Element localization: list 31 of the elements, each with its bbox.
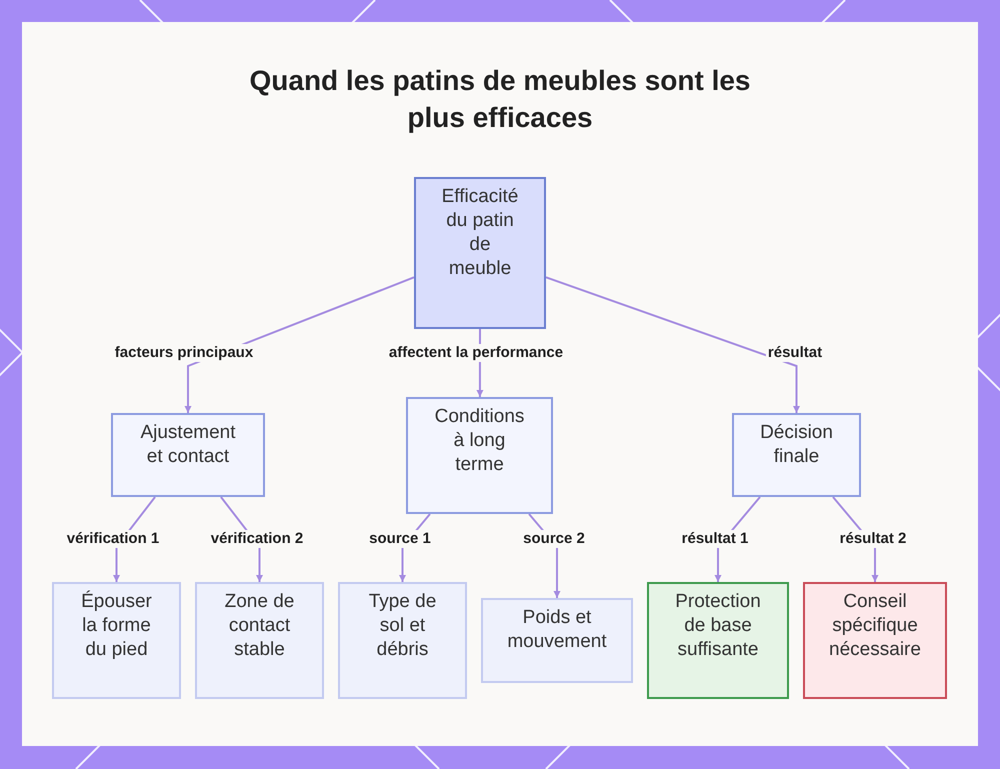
- diagram-title: Quand les patins de meubles sont les plus efficaces: [248, 64, 752, 135]
- node-label: Épouser la forme du pied: [80, 590, 153, 662]
- node-label: Protection de base suffisante: [674, 590, 762, 662]
- root-box: [414, 177, 546, 329]
- edge-label: vérification 1: [64, 530, 162, 548]
- connector-arrow: [546, 276, 800, 413]
- outcome-box: [803, 582, 947, 699]
- edge-label: facteurs principaux: [112, 344, 256, 362]
- node-label: Type de sol et débris: [368, 590, 438, 662]
- node-label: Ajustement et contact: [139, 421, 237, 469]
- node-label: Décision finale: [759, 421, 834, 469]
- process-box: [481, 598, 633, 683]
- node-label: Conditions à long terme: [434, 405, 526, 477]
- node-label: Zone de contact stable: [224, 590, 296, 662]
- process-box: [111, 413, 265, 497]
- process-box: [732, 413, 861, 497]
- node-label: Efficacité du patin de meuble: [440, 185, 520, 281]
- edge-label: vérification 2: [208, 530, 306, 548]
- edge-label: résultat: [766, 344, 824, 362]
- edge-label: source 1: [367, 530, 433, 548]
- process-box: [406, 397, 553, 514]
- outcome-box: [647, 582, 789, 699]
- edge-label: source 2: [521, 530, 587, 548]
- edge-label: résultat 1: [680, 530, 750, 548]
- edge-label: affectent la performance: [386, 344, 566, 362]
- process-box: [52, 582, 181, 699]
- process-box: [338, 582, 467, 699]
- node-label: Conseil spécifique nécessaire: [828, 590, 922, 662]
- node-label: Poids et mouvement: [506, 606, 608, 654]
- process-box: [195, 582, 324, 699]
- edge-label: résultat 2: [838, 530, 908, 548]
